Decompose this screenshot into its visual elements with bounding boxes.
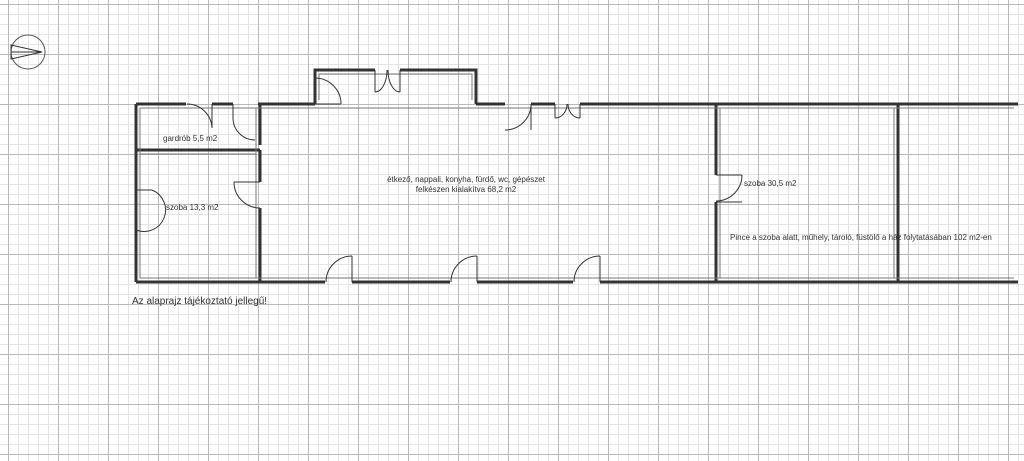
inner-lines [139,73,1014,279]
room-label-main-line-2: felkészen kialakítva 68,2 m2 [415,185,517,194]
doors [135,69,743,283]
room-label-szoba-2: szoba 30,5 m2 [744,179,797,188]
room-label-main-line-1: étkező, nappali, konyha, fürdő, wc, gépé… [387,175,545,184]
room-label-pince: Pince a szoba alatt, műhely, tároló, füs… [730,233,992,242]
disclaimer-note: Az alaprajz tájékoztató jellegű! [132,296,268,307]
compass-north-icon [10,34,46,70]
wall-bump [313,68,375,104]
room-label-szoba-1: szoba 13,3 m2 [166,203,219,212]
walls [134,68,1018,284]
room-label-gardrob: gardrób 5,5 m2 [163,134,218,143]
